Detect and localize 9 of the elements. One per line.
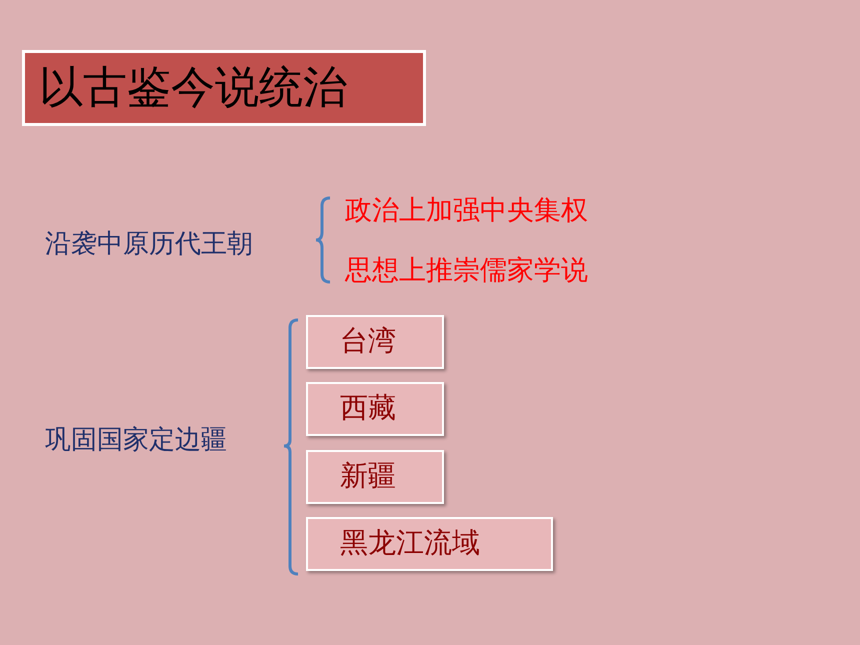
title-banner: 以古鉴今说统治 [22,50,426,126]
region-box: 新疆 [306,450,444,504]
topic-text: 沿袭中原历代王朝 [45,228,253,261]
region-box: 西藏 [306,382,444,436]
region-box: 黑龙江流域 [306,517,553,571]
branch-text: 政治上加强中央集权 [345,194,588,228]
topic-text: 巩固国家定边疆 [45,424,227,457]
branch-text: 思想上推崇儒家学说 [345,254,588,288]
region-box: 台湾 [306,315,444,369]
